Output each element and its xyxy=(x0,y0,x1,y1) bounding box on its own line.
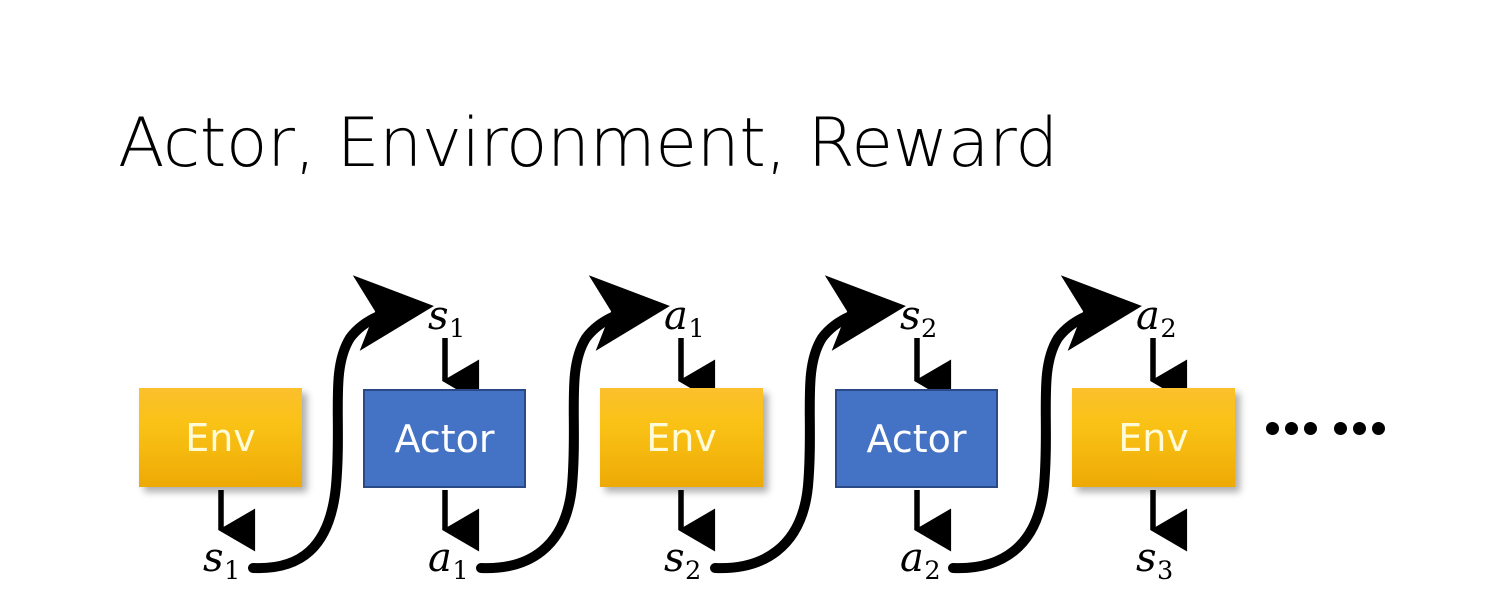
variable-base: s xyxy=(664,535,685,581)
variable-subscript: 3 xyxy=(1157,555,1174,586)
label-top-state-s1: s1 xyxy=(428,296,465,342)
node-actor-2[interactable]: Actor xyxy=(835,389,998,488)
variable-base: a xyxy=(428,535,452,581)
ellipsis-dot xyxy=(1372,422,1385,435)
node-label: Env xyxy=(185,415,256,460)
variable-subscript: 2 xyxy=(685,555,702,586)
variable-subscript: 1 xyxy=(452,555,469,586)
label-bottom-state-s2: s2 xyxy=(664,538,701,584)
ellipsis-dot xyxy=(1285,422,1298,435)
variable-base: s xyxy=(428,293,449,339)
node-label: Env xyxy=(646,415,717,460)
ellipsis-continuation-icon xyxy=(1266,422,1385,435)
node-env-3[interactable]: Env xyxy=(1072,388,1235,487)
variable-subscript: 1 xyxy=(449,313,466,344)
variable-subscript: 2 xyxy=(921,313,938,344)
label-top-action-a1: a1 xyxy=(664,296,705,342)
variable-base: s xyxy=(203,535,224,581)
variable-base: s xyxy=(1136,535,1157,581)
node-env-2[interactable]: Env xyxy=(600,388,763,487)
ellipsis-dot xyxy=(1304,422,1317,435)
label-top-action-a2: a2 xyxy=(1136,296,1177,342)
label-bottom-action-a2: a2 xyxy=(900,538,941,584)
node-label: Actor xyxy=(394,416,495,461)
variable-subscript: 2 xyxy=(924,555,941,586)
variable-base: a xyxy=(664,293,688,339)
variable-base: a xyxy=(900,535,924,581)
label-bottom-state-s3: s3 xyxy=(1136,538,1173,584)
variable-subscript: 2 xyxy=(1160,313,1177,344)
label-bottom-state-s1: s1 xyxy=(203,538,240,584)
variable-base: a xyxy=(1136,293,1160,339)
ellipsis-dot xyxy=(1353,422,1366,435)
page-title: Actor, Environment, Reward xyxy=(118,104,1058,183)
variable-subscript: 1 xyxy=(224,555,241,586)
node-actor-1[interactable]: Actor xyxy=(363,389,526,488)
ellipsis-dot xyxy=(1334,422,1347,435)
node-label: Env xyxy=(1118,415,1189,460)
node-env-1[interactable]: Env xyxy=(139,388,302,487)
variable-base: s xyxy=(900,293,921,339)
variable-subscript: 1 xyxy=(688,313,705,344)
label-top-state-s2: s2 xyxy=(900,296,937,342)
label-bottom-action-a1: a1 xyxy=(428,538,469,584)
ellipsis-dot xyxy=(1266,422,1279,435)
node-label: Actor xyxy=(866,416,967,461)
